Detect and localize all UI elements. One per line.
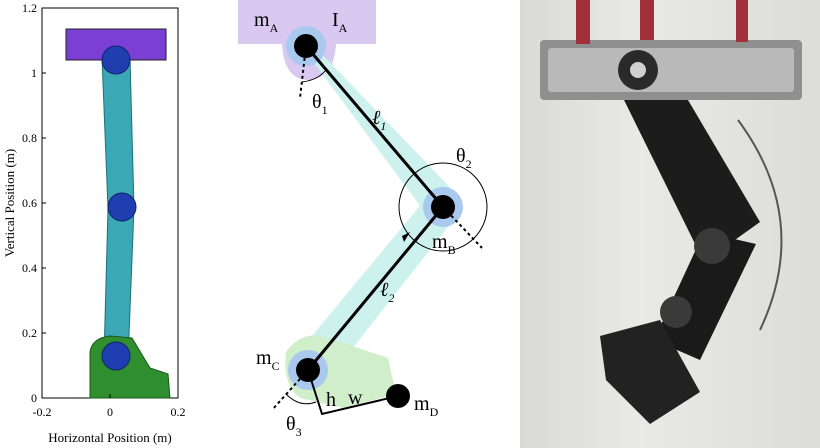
leg-diagram: mA IA θ1 ℓ1 θ2 mB ℓ2 mC h w mD θ3 (238, 0, 488, 439)
link-l1 (304, 45, 445, 208)
y-tick-label: 0.8 (22, 131, 37, 145)
foot-links (307, 369, 399, 416)
y-tick-label: 0.2 (22, 326, 37, 340)
mass-B (431, 195, 455, 219)
y-tick-label: 0.6 (22, 196, 37, 210)
theta2-arrowhead (402, 232, 410, 242)
robot-leg-photo (540, 0, 802, 424)
robot-frame-inner (548, 48, 794, 92)
foot-block (89, 335, 171, 399)
label-theta2: θ2 (456, 145, 472, 171)
ankle-joint (101, 341, 131, 371)
x-tick-label: 0.2 (171, 405, 186, 419)
robot-wire (737, 119, 783, 331)
knee-joint (107, 192, 137, 222)
theta2-arc (398, 162, 488, 252)
label-l2: ℓ2 (380, 279, 394, 305)
y-tick-label: 1 (31, 66, 37, 80)
robot-shank (654, 232, 756, 360)
link-l2 (306, 206, 445, 371)
robot-foot (600, 320, 700, 424)
label-mA: mA (254, 9, 279, 35)
x-tick-label: -0.2 (33, 405, 52, 419)
cable-3 (736, 0, 748, 42)
mass-C (296, 358, 320, 382)
label-mB: mB (432, 231, 456, 257)
x-axis-label: Horizontal Position (m) (48, 430, 172, 445)
cable-1 (576, 0, 590, 44)
label-IA: IA (332, 9, 348, 35)
theta1-arc (301, 69, 327, 83)
mass-D (386, 384, 410, 408)
label-mC: mC (256, 347, 280, 373)
y-axis-label: Vertical Position (m) (2, 149, 17, 257)
x-tick-label: 0 (107, 405, 113, 419)
label-h: h (326, 389, 336, 411)
y-tick-label: 1.2 (22, 1, 37, 15)
label-mD: mD (414, 393, 439, 419)
label-theta1: θ1 (312, 91, 328, 117)
theta3-arc (285, 393, 317, 405)
label-l1: ℓ1 (372, 107, 386, 133)
y-tick-label: 0.4 (22, 261, 37, 275)
hip-motor-center (630, 62, 646, 78)
y-tick-label: 0 (31, 391, 37, 405)
mass-A (294, 34, 318, 58)
hip-joint (101, 45, 131, 75)
y-ticks: 0 0.2 0.4 0.6 0.8 1 1.2 (22, 1, 46, 405)
label-w: w (348, 387, 363, 409)
robot-thigh (624, 100, 760, 262)
cable-2 (640, 0, 654, 40)
label-theta3: θ3 (286, 413, 302, 439)
knee-motor (694, 228, 730, 264)
ankle-motor (660, 296, 692, 328)
